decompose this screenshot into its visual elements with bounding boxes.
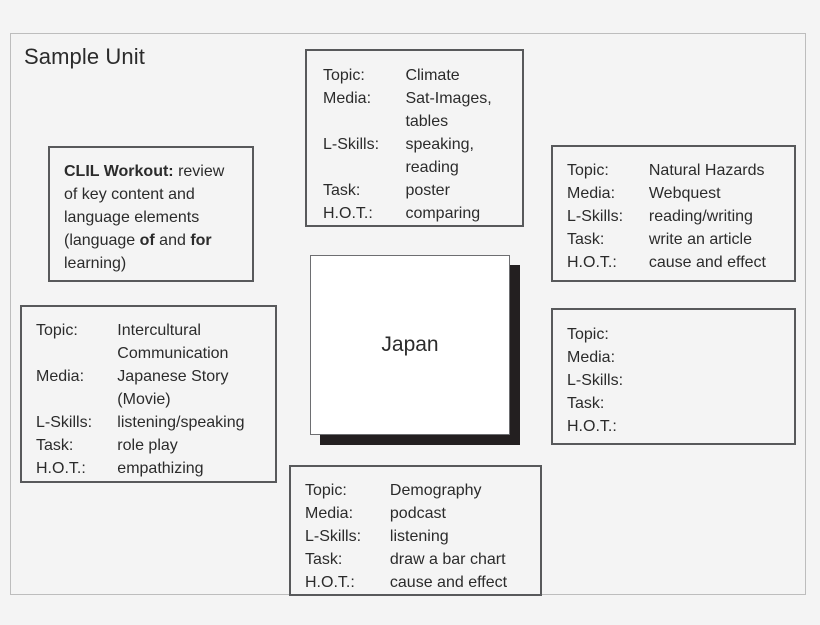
row-label-task: Task: (305, 551, 343, 568)
card-row-lskills: L-Skills: (567, 369, 782, 392)
card-row-lskills: L-Skills: reading/writing (567, 205, 782, 228)
card-row-task: Task: write an article (567, 228, 782, 251)
row-value-lskills: speaking, reading (405, 136, 474, 176)
row-value-lskills: listening/speaking (117, 414, 245, 431)
clil-workout-text-part-2: and (154, 232, 191, 249)
row-value-task: draw a bar chart (389, 551, 506, 568)
row-label-task: Task: (567, 231, 605, 248)
row-label-hot: H.O.T.: (323, 205, 373, 222)
row-label-hot: H.O.T.: (567, 254, 617, 271)
unit-card-climate-rows: Topic: Climate Media: Sat-Images, tables… (323, 64, 510, 225)
card-row-media: Media: (567, 346, 782, 369)
card-row-task: Task: role play (36, 434, 265, 457)
row-label-hot: H.O.T.: (36, 460, 86, 477)
row-value-task: write an article (648, 231, 753, 248)
row-value-lskills: reading/writing (648, 208, 753, 225)
row-value-topic: Demography (389, 482, 482, 499)
unit-card-intercultural-communication-rows: Topic: Intercultural Communication Media… (36, 319, 265, 480)
card-row-media: Media: Sat-Images, tables (323, 87, 510, 133)
unit-card-blank-template-body: Topic: Media: L-Skills: Task: H.O.T.: (553, 310, 794, 448)
clil-workout-text: CLIL Workout: review of key content and … (64, 160, 238, 275)
card-row-lskills: L-Skills: listening/speaking (36, 411, 265, 434)
row-value-task: poster (405, 182, 450, 199)
clil-workout-heading: CLIL Workout: (64, 163, 174, 180)
clil-workout-emphasis-of: of (139, 232, 155, 249)
row-label-hot: H.O.T.: (305, 574, 355, 591)
unit-card-natural-hazards-rows: Topic: Natural Hazards Media: Webquest L… (567, 159, 782, 274)
center-node-label: Japan (381, 333, 439, 356)
row-value-lskills: listening (389, 528, 449, 545)
card-row-hot: H.O.T.: cause and effect (305, 571, 528, 594)
card-row-topic: Topic: Natural Hazards (567, 159, 782, 182)
row-label-media: Media: (36, 368, 85, 385)
center-node-wrapper: Japan (310, 255, 520, 445)
row-label-media: Media: (323, 90, 372, 107)
unit-card-blank-template: Topic: Media: L-Skills: Task: H.O.T.: (551, 308, 796, 445)
card-row-hot: H.O.T.: cause and effect (567, 251, 782, 274)
clil-workout-card-body: CLIL Workout: review of key content and … (50, 148, 252, 285)
row-label-media: Media: (567, 185, 616, 202)
card-row-hot: H.O.T.: empathizing (36, 457, 265, 480)
row-label-lskills: L-Skills: (567, 372, 624, 389)
row-value-hot: empathizing (117, 460, 204, 477)
row-label-topic: Topic: (567, 162, 609, 179)
row-label-lskills: L-Skills: (323, 136, 380, 153)
card-row-task: Task: poster (323, 179, 510, 202)
row-value-topic: Intercultural Communication (117, 322, 229, 362)
clil-workout-text-part-1: review of key content and language eleme… (64, 163, 225, 249)
row-value-hot: cause and effect (389, 574, 508, 591)
card-row-topic: Topic: (567, 323, 782, 346)
row-label-topic: Topic: (567, 326, 609, 343)
card-row-media: Media: podcast (305, 502, 528, 525)
page-title: Sample Unit (24, 44, 145, 69)
unit-card-climate-body: Topic: Climate Media: Sat-Images, tables… (307, 51, 522, 235)
card-row-lskills: L-Skills: speaking, reading (323, 133, 510, 179)
unit-card-intercultural-communication: Topic: Intercultural Communication Media… (20, 305, 277, 483)
row-value-hot: cause and effect (648, 254, 766, 271)
card-row-topic: Topic: Climate (323, 64, 510, 87)
clil-workout-card: CLIL Workout: review of key content and … (48, 146, 254, 282)
row-value-topic: Climate (405, 67, 460, 84)
card-row-media: Media: Japanese Story (Movie) (36, 365, 265, 411)
row-label-topic: Topic: (305, 482, 347, 499)
card-row-hot: H.O.T.: (567, 415, 782, 438)
row-label-task: Task: (567, 395, 605, 412)
row-label-lskills: L-Skills: (36, 414, 93, 431)
card-row-task: Task: (567, 392, 782, 415)
row-label-media: Media: (305, 505, 354, 522)
center-node-japan: Japan (310, 255, 510, 435)
row-value-task: role play (117, 437, 178, 454)
row-label-media: Media: (567, 349, 616, 366)
unit-card-natural-hazards: Topic: Natural Hazards Media: Webquest L… (551, 145, 796, 282)
card-row-topic: Topic: Intercultural Communication (36, 319, 265, 365)
row-label-hot: H.O.T.: (567, 418, 617, 435)
row-label-task: Task: (36, 437, 74, 454)
unit-card-natural-hazards-body: Topic: Natural Hazards Media: Webquest L… (553, 147, 794, 284)
row-value-topic: Natural Hazards (648, 162, 765, 179)
row-label-task: Task: (323, 182, 361, 199)
unit-card-demography-body: Topic: Demography Media: podcast L-Skill… (291, 467, 540, 604)
row-value-media: Japanese Story (Movie) (117, 368, 229, 408)
row-label-topic: Topic: (36, 322, 78, 339)
row-value-media: Webquest (648, 185, 721, 202)
unit-card-climate: Topic: Climate Media: Sat-Images, tables… (305, 49, 524, 227)
card-row-hot: H.O.T.: comparing (323, 202, 510, 225)
card-row-task: Task: draw a bar chart (305, 548, 528, 571)
unit-card-demography-rows: Topic: Demography Media: podcast L-Skill… (305, 479, 528, 594)
clil-workout-text-part-3: learning) (64, 255, 127, 272)
row-value-media: podcast (389, 505, 446, 522)
card-row-topic: Topic: Demography (305, 479, 528, 502)
unit-card-intercultural-communication-body: Topic: Intercultural Communication Media… (22, 307, 275, 490)
row-value-media: Sat-Images, tables (405, 90, 492, 130)
row-label-lskills: L-Skills: (305, 528, 362, 545)
row-label-topic: Topic: (323, 67, 365, 84)
row-label-lskills: L-Skills: (567, 208, 624, 225)
row-value-hot: comparing (405, 205, 481, 222)
clil-workout-emphasis-for: for (190, 232, 212, 249)
unit-card-blank-template-rows: Topic: Media: L-Skills: Task: H.O.T.: (567, 323, 782, 438)
card-row-media: Media: Webquest (567, 182, 782, 205)
unit-card-demography: Topic: Demography Media: podcast L-Skill… (289, 465, 542, 596)
card-row-lskills: L-Skills: listening (305, 525, 528, 548)
